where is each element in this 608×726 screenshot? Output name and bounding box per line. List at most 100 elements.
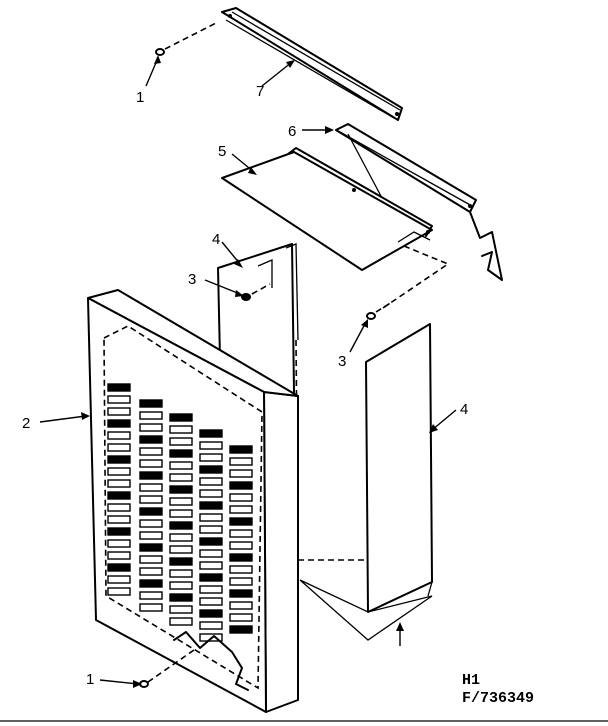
louver-slot — [229, 577, 253, 586]
leader-lines — [39, 55, 457, 688]
louver-slot — [229, 565, 253, 574]
louver-slot — [229, 457, 253, 466]
louver-slot — [169, 461, 193, 470]
louver-slot — [229, 505, 253, 514]
callout-labels: 1 7 6 5 4 3 3 2 4 1 — [22, 83, 468, 688]
louver-slot — [199, 609, 223, 618]
louver-slot — [199, 513, 223, 522]
louver-slot — [169, 413, 193, 422]
callout-5: 5 — [218, 143, 226, 160]
louver-slot — [107, 431, 131, 440]
louver-slot — [169, 593, 193, 602]
louver-slot — [107, 575, 131, 584]
louver-slot — [139, 591, 163, 600]
louver-slot — [139, 603, 163, 612]
louver-slot — [107, 587, 131, 596]
louver-slot — [139, 519, 163, 528]
louver-slot — [199, 621, 223, 630]
louver-slot — [229, 445, 253, 454]
drawing-code-line-2: F/736349 — [462, 690, 534, 707]
callout-6: 6 — [288, 123, 296, 140]
louver-slot — [107, 407, 131, 416]
louver-slot — [229, 517, 253, 526]
grille-2 — [87, 289, 299, 713]
louver-slot — [139, 399, 163, 408]
louver-slot — [199, 453, 223, 462]
louver-slot — [229, 529, 253, 538]
louver-slot — [229, 481, 253, 490]
screw-1-top — [155, 21, 219, 56]
louver-slot — [169, 545, 193, 554]
louver-slot — [107, 539, 131, 548]
louver-slot — [199, 585, 223, 594]
louver-slot — [107, 383, 131, 392]
drawing-code: H1 F/736349 — [462, 672, 534, 707]
louver-slot — [139, 531, 163, 540]
louver-slot — [169, 497, 193, 506]
callout-4-left: 4 — [212, 231, 220, 248]
louver-slot — [169, 437, 193, 446]
louver-slot — [139, 483, 163, 492]
grille-louvers — [107, 383, 253, 642]
callout-3-right: 3 — [338, 353, 346, 370]
callout-1-top: 1 — [136, 89, 144, 106]
louver-slot — [229, 541, 253, 550]
louver-slot — [169, 605, 193, 614]
louver-slot — [199, 429, 223, 438]
louver-slot — [199, 597, 223, 606]
louver-slot — [169, 449, 193, 458]
panel-5 — [221, 147, 433, 271]
louver-slot — [229, 553, 253, 562]
callout-1-bottom: 1 — [86, 671, 94, 688]
louver-slot — [107, 419, 131, 428]
louver-slot — [139, 543, 163, 552]
louver-slot — [169, 473, 193, 482]
louver-slot — [107, 455, 131, 464]
louver-slot — [199, 501, 223, 510]
louver-slot — [107, 527, 131, 536]
louver-slot — [229, 601, 253, 610]
louver-slot — [169, 557, 193, 566]
louver-slot — [139, 471, 163, 480]
louver-slot — [199, 537, 223, 546]
louver-slot — [169, 425, 193, 434]
louver-slot — [169, 533, 193, 542]
louver-slot — [139, 447, 163, 456]
louver-slot — [139, 507, 163, 516]
louver-slot — [139, 579, 163, 588]
louver-slot — [139, 423, 163, 432]
louver-slot — [107, 563, 131, 572]
louver-slot — [199, 561, 223, 570]
louver-slot — [107, 479, 131, 488]
callout-4-right: 4 — [460, 401, 468, 418]
louver-slot — [139, 555, 163, 564]
louver-slot — [107, 467, 131, 476]
louver-slot — [107, 515, 131, 524]
louver-slot — [199, 573, 223, 582]
louver-slot — [169, 485, 193, 494]
louver-slot — [199, 525, 223, 534]
louver-slot — [139, 459, 163, 468]
louver-slot — [169, 581, 193, 590]
louver-slot — [229, 493, 253, 502]
louver-slot — [139, 495, 163, 504]
louver-slot — [107, 395, 131, 404]
callout-2: 2 — [22, 415, 30, 432]
drawing-code-line-1: H1 — [462, 672, 480, 689]
louver-slot — [139, 567, 163, 576]
bracket-6 — [335, 123, 503, 281]
louver-slot — [169, 521, 193, 530]
louver-slot — [199, 441, 223, 450]
screw-3-left — [241, 283, 271, 301]
louver-slot — [229, 589, 253, 598]
louver-slot — [169, 617, 193, 626]
screw-3-right — [366, 301, 393, 320]
louver-slot — [139, 411, 163, 420]
louver-slot — [107, 443, 131, 452]
louver-slot — [169, 509, 193, 518]
side-panel-4-right — [299, 323, 434, 641]
louver-slot — [229, 625, 253, 634]
louver-slot — [169, 569, 193, 578]
